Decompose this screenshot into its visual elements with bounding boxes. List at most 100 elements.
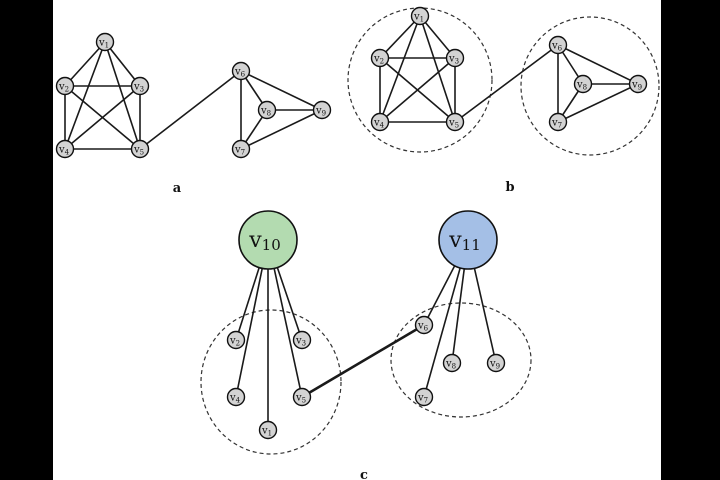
panel-c-edge-v5-v6 [301,323,425,399]
panel-c-node-v1-label: v1 [261,426,272,438]
panel-b-node-v1-circle [410,6,430,26]
panel-a-node-v5: v5 [130,139,150,159]
panel-b-edge-v1-v4 [379,15,421,123]
panel-a-node-v8-circle [257,100,277,120]
panel-c-node-v8-circle [442,353,462,373]
panel-a-node-v9: v9 [312,100,332,120]
panel-c-node-v3: v3 [292,330,312,350]
panel-a-node-v7: v7 [231,139,251,159]
panel-b-edge-v3-v4 [379,57,456,123]
panel-c-node-v3-circle [292,330,312,350]
panel-c-node-v8: v8 [442,353,462,373]
panel-c-node-v6-circle [414,315,434,335]
panel-c-label: c [360,468,368,480]
panel-a-label: a [173,181,182,196]
panel-a-edge-v7-v9 [240,109,323,150]
panel-a-edge-v5-v6 [139,70,242,150]
panel-b-node-v5-circle [445,112,465,132]
panel-a-edge-v1-v3 [104,41,141,87]
panel-b-node-v7-circle [548,112,568,132]
panel-c-super-node-v11: v11 [438,210,498,270]
panel-c-node-v5-circle [292,387,312,407]
panel-c-node-v6-label: v6 [417,321,429,333]
panel-b-edge-v1-v5 [419,15,456,123]
panel-c-node-v2: v2 [226,330,246,350]
graph-coarsening-figure: v1 v2 v3 v4 v5 v6 v7 v8 v9 v1 v2 v3 v4 v5 v6 v7 v8 v9 v1… [55,6,660,480]
panel-a-node-v8-label: v8 [260,106,271,118]
panel-a-edge-v3-v4 [64,85,141,150]
panel-a-node-v9-circle [312,100,332,120]
panel-a-node-v4: v4 [55,139,75,159]
panel-b-node-v4-label: v4 [373,118,385,130]
panel-b-edge-v5-v6 [454,44,559,123]
panel-a-node-v1: v1 [95,32,115,52]
panel-c-node-v9: v9 [486,353,506,373]
panel-c-node-v2-circle [226,330,246,350]
panel-b-node-v8-label: v8 [576,80,587,92]
panel-b-node-v8: v8 [573,74,593,94]
panel-c-node-v2-label: v2 [229,336,240,348]
panel-b-node-v3-label: v3 [448,54,459,66]
panel-a-node-v7-label: v7 [234,145,245,157]
panel-b-node-v9: v9 [628,74,648,94]
panel-a-node-v6: v6 [231,61,251,81]
panel-a-node-v4-label: v4 [58,145,70,157]
panel-a-node-v7-circle [231,139,251,159]
panel-a-node-v2-label: v2 [58,82,69,94]
panel-b-node-v4-circle [370,112,390,132]
panel-c-super-node-v10: v10 [238,210,298,270]
panel-a-node-v1-label: v1 [98,38,109,50]
panel-b-node-v1-label: v1 [413,12,424,24]
panel-a-node-v3: v3 [130,76,150,96]
panel-b-node-v2-label: v2 [373,54,384,66]
panel-a-node-v8: v8 [257,100,277,120]
panel-a-edge-v1-v4 [64,41,106,150]
panel-b-node-v9-label: v9 [631,80,642,92]
panel-b-edge-v7-v9 [557,83,639,123]
panel-b-node-v9-circle [628,74,648,94]
panel-c-node-v1-circle [258,420,278,440]
panel-c-node-v4-label: v4 [229,393,241,405]
panel-b-node-v6: v6 [548,35,568,55]
panel-c-node-v8-label: v8 [445,359,456,371]
panel-c-node-v9-circle [486,353,506,373]
panel-a-node-v4-circle [55,139,75,159]
panel-b-node-v3: v3 [445,48,465,68]
panel-c-node-v4-circle [226,387,246,407]
panel-b-edge-v6-v9 [557,44,639,85]
panel-a-node-v9-label: v9 [315,106,326,118]
panel-a-node-v5-label: v5 [133,145,144,157]
panel-a: v1 v2 v3 v4 v5 v6 v7 v8 v9 [55,32,332,159]
panel-c-cluster-left [200,309,342,455]
panel-c-node-v7-label: v7 [417,393,428,405]
panel-a-node-v5-circle [130,139,150,159]
panel-b-node-v3-circle [445,48,465,68]
panel-a-node-v6-label: v6 [234,67,246,79]
panel-c-cluster-right [390,302,532,418]
panel-b-cluster-right [520,16,660,156]
panel-b-edge-v1-v2 [379,15,421,59]
panel-b-node-v6-label: v6 [551,41,563,53]
panel-c-node-v6: v6 [414,315,434,335]
panel-c-node-v5-label: v5 [295,393,306,405]
panel-c-node-v3-label: v3 [295,336,306,348]
panel-b-node-v1: v1 [410,6,430,26]
panel-a-node-v3-circle [130,76,150,96]
panel-b-node-v8-circle [573,74,593,94]
panel-a-node-v1-circle [95,32,115,52]
panel-a-edge-v1-v5 [104,41,141,150]
panel-b-node-v6-circle [548,35,568,55]
panel-b-node-v2-circle [370,48,390,68]
panel-b-cluster-left [347,7,493,153]
panel-c-node-v7-circle [414,387,434,407]
panel-c-super-node-v11-circle [438,210,498,270]
panel-b-node-v4: v4 [370,112,390,132]
panel-c-node-v9-label: v9 [489,359,500,371]
panel-a-node-v2-circle [55,76,75,96]
panel-c-node-v4: v4 [226,387,246,407]
panel-a-node-v2: v2 [55,76,75,96]
panel-b-node-v7: v7 [548,112,568,132]
panel-c-node-v7: v7 [414,387,434,407]
panel-a-node-v3-label: v3 [133,82,144,94]
